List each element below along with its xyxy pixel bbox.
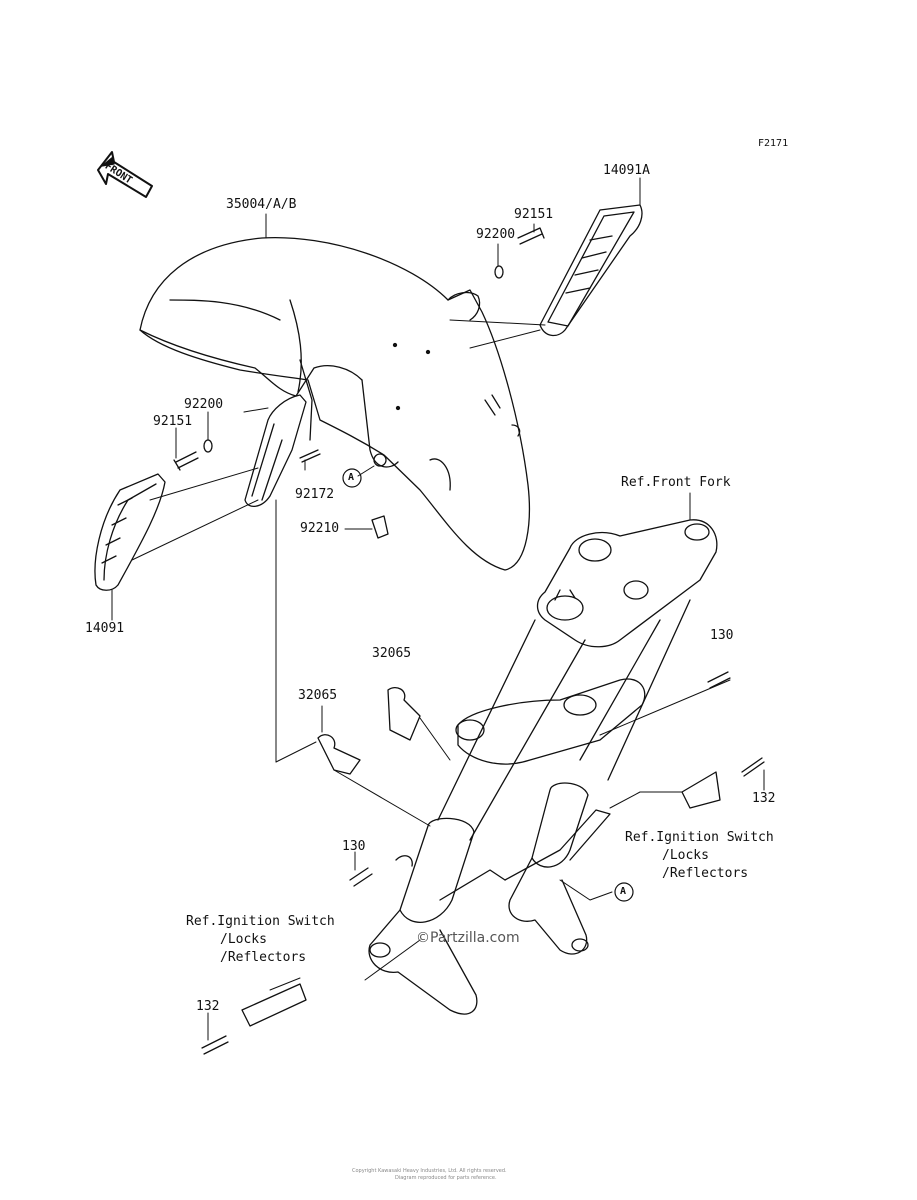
callout-92200-left: 92200 — [184, 397, 224, 412]
footer-line-1: Copyright Kawasaki Heavy Industries, Ltd… — [352, 1168, 507, 1174]
callout-132-left: 132 — [196, 999, 220, 1014]
front-arrow-icon — [97, 151, 153, 198]
callout-32065-top: 32065 — [372, 646, 412, 661]
ref-ignition-right-line2: /Locks — [662, 848, 709, 863]
marker-a-right: A — [620, 886, 627, 897]
watermark: ©Partzilla.com — [416, 930, 520, 946]
ref-ignition-right-line1: Ref.Ignition Switch — [625, 830, 774, 845]
hardware-drawing — [173, 227, 765, 1055]
fender-bracket-left-drawing — [244, 394, 307, 507]
callout-14091a: 14091A — [603, 163, 650, 178]
callout-130-left: 130 — [342, 839, 366, 854]
ref-front-fork: Ref.Front Fork — [621, 475, 731, 490]
callout-32065: 32065 — [298, 688, 338, 703]
callout-132-right: 132 — [752, 791, 776, 806]
figure-code: F2171 — [758, 138, 789, 149]
ref-ignition-left-line2: /Locks — [220, 932, 267, 947]
callout-92151-left: 92151 — [153, 414, 193, 429]
marker-a-left: A — [348, 472, 355, 483]
fender-cover-right-drawing — [539, 204, 643, 337]
ref-ignition-left-line1: Ref.Ignition Switch — [186, 914, 335, 929]
callout-92200-upper: 92200 — [476, 227, 516, 242]
callout-92172: 92172 — [295, 487, 335, 502]
front-fork-drawing — [368, 519, 718, 1015]
ref-ignition-right-line3: /Reflectors — [662, 866, 749, 881]
callout-92151-upper: 92151 — [514, 207, 554, 222]
fender-cover-left-drawing — [94, 473, 166, 591]
ref-ignition-left-line3: /Reflectors — [220, 950, 307, 965]
callout-130-right: 130 — [710, 628, 734, 643]
leader-lines — [111, 177, 765, 1041]
footer-line-2: Diagram reproduced for parts reference. — [395, 1175, 497, 1181]
callout-92210: 92210 — [300, 521, 340, 536]
callout-14091: 14091 — [85, 621, 125, 636]
callout-35004: 35004/A/B — [226, 197, 297, 212]
marker-a-shapes — [342, 468, 634, 902]
front-fender-drawing — [139, 236, 530, 571]
